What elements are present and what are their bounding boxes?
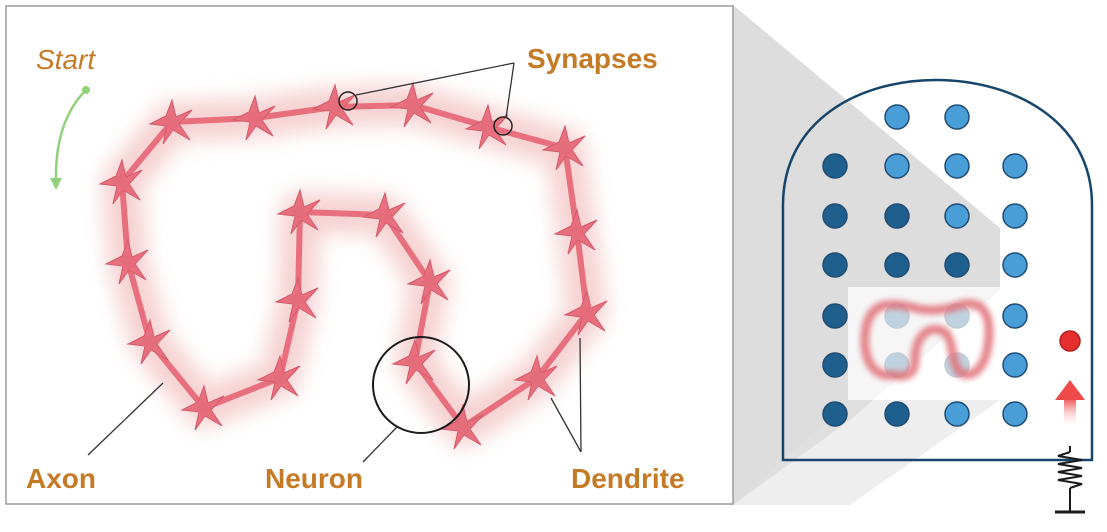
axon-label: Axon	[26, 463, 96, 494]
spring-icon	[1055, 446, 1085, 514]
neuron-label: Neuron	[265, 463, 363, 494]
neuron-highlight-circle	[372, 336, 470, 434]
zoom-projection-lower	[733, 400, 1000, 505]
neuron-path-trace	[860, 299, 994, 381]
neuron-leader	[362, 426, 398, 463]
axon-leader	[87, 382, 164, 456]
synapse-marker	[338, 91, 358, 111]
red-ball-icon	[1059, 330, 1081, 352]
start-arrow-icon	[50, 86, 90, 190]
up-arrow-icon	[1055, 380, 1085, 426]
dendrite-leader	[550, 397, 582, 453]
dendrite-leader	[579, 337, 582, 453]
zoom-projection	[733, 5, 1000, 505]
start-label: Start	[36, 44, 96, 75]
synapses-label: Synapses	[527, 43, 658, 74]
sensor-device-outline	[781, 78, 1094, 462]
dendrite-label: Dendrite	[571, 463, 685, 494]
synapse-leader	[355, 62, 515, 96]
synapse-leader	[505, 62, 515, 119]
synapse-marker	[493, 116, 513, 136]
